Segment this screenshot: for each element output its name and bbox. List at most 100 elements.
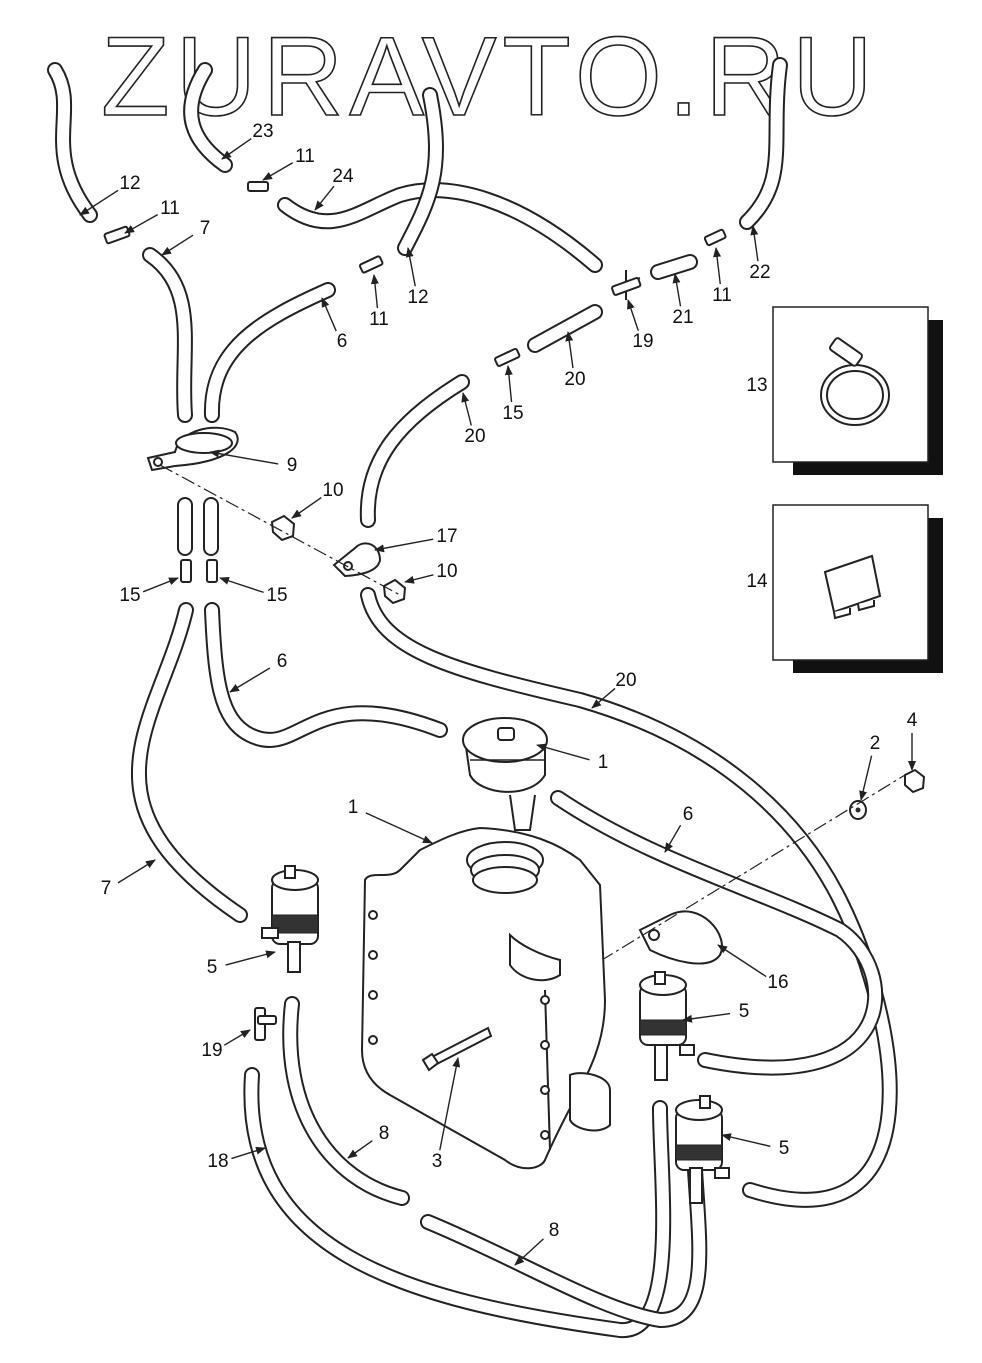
callout-leader	[721, 1133, 771, 1148]
callout-number: 5	[739, 1001, 750, 1022]
callout-c-22: 22	[749, 225, 771, 283]
callout-number: 14	[746, 571, 768, 592]
callout-c-11b: 11	[262, 146, 315, 181]
callout-number: 8	[379, 1123, 390, 1144]
callout-c-2: 2	[859, 733, 881, 801]
callout-number: 24	[332, 166, 354, 187]
callout-leader	[672, 273, 682, 307]
callout-leader	[225, 950, 276, 966]
callout-number: 19	[632, 331, 653, 352]
callout-leader	[365, 812, 433, 844]
callout-c-14: 14	[746, 571, 768, 592]
callout-leader	[124, 214, 158, 234]
callout-leader	[461, 392, 472, 426]
callout-leader	[223, 1029, 251, 1046]
callout-number: 15	[119, 585, 140, 606]
callout-c-10b: 10	[404, 561, 458, 584]
callout-leader	[79, 189, 119, 216]
callout-c-12b: 12	[405, 247, 429, 308]
washer-tank	[360, 826, 611, 1170]
callout-c-11c: 11	[369, 274, 389, 330]
callout-number: 10	[436, 561, 457, 582]
callout-leader	[717, 944, 767, 978]
callout-c-19b: 19	[201, 1029, 251, 1061]
callout-number: 11	[295, 146, 315, 167]
callout-leader	[682, 1012, 731, 1023]
callout-c-19a: 19	[627, 299, 654, 352]
callout-leader	[859, 755, 873, 801]
callout-number: 21	[672, 307, 693, 328]
callout-number: 22	[749, 262, 770, 283]
callout-number: 13	[746, 375, 767, 396]
callout-leader	[262, 162, 294, 181]
bolt-3	[421, 1026, 493, 1072]
callout-leader	[713, 247, 722, 285]
callout-c-24: 24	[314, 166, 354, 211]
callout-c-13: 13	[746, 375, 767, 396]
callout-number: 2	[870, 733, 881, 754]
detail-box-14	[772, 504, 943, 673]
callout-leader	[514, 1238, 544, 1266]
callout-number: 12	[407, 287, 428, 308]
callout-number: 20	[564, 369, 585, 390]
callout-leader	[209, 449, 279, 465]
callout-c-5c: 5	[721, 1133, 790, 1159]
callout-number: 20	[464, 426, 485, 447]
callout-number: 15	[266, 585, 287, 606]
callout-c-11d: 11	[712, 247, 732, 306]
callout-number: 5	[779, 1138, 790, 1159]
callout-leader	[627, 299, 639, 331]
callout-leader	[536, 743, 590, 761]
callout-c-10a: 10	[291, 480, 344, 519]
callout-leader	[229, 667, 271, 693]
callout-c-12a: 12	[79, 173, 141, 216]
callout-c-1a: 1	[536, 743, 608, 773]
callout-leader	[374, 538, 434, 553]
callout-number: 8	[549, 1220, 560, 1241]
callout-leader	[347, 1140, 373, 1159]
callout-leader	[314, 185, 335, 211]
callout-c-1b: 1	[348, 797, 433, 844]
callout-leader	[565, 331, 574, 369]
callout-number: 6	[277, 651, 288, 672]
watermark-text: ZURAVTO.RU	[101, 14, 879, 139]
callout-c-7a: 7	[161, 218, 210, 256]
pump-5-left	[261, 865, 319, 973]
callout-leader	[404, 574, 434, 584]
callout-leader	[231, 1146, 266, 1160]
clamp-16	[638, 910, 723, 965]
callout-c-5a: 5	[207, 950, 276, 978]
callout-leader	[664, 824, 682, 853]
callout-number: 19	[201, 1040, 222, 1061]
tank-cap	[462, 717, 548, 831]
callout-c-16: 16	[717, 944, 789, 993]
callout-c-6b: 6	[229, 651, 288, 693]
callout-leader	[504, 365, 513, 403]
callout-number: 17	[436, 526, 457, 547]
pump-5-middle	[639, 971, 695, 1081]
callout-c-6c: 6	[664, 804, 693, 853]
callout-number: 18	[207, 1151, 228, 1172]
callout-c-18: 18	[207, 1146, 266, 1172]
callout-leader	[405, 247, 416, 287]
callout-leader	[439, 1057, 461, 1151]
callout-c-7b: 7	[101, 859, 156, 899]
callout-leader	[142, 577, 179, 593]
callout-leader	[219, 577, 264, 594]
callout-number: 11	[160, 198, 180, 219]
callout-number: 9	[287, 455, 298, 476]
callout-number: 3	[432, 1151, 443, 1172]
callout-c-20a: 20	[564, 331, 586, 390]
callout-number: 6	[337, 331, 348, 352]
callout-leader	[750, 225, 759, 262]
callout-c-4: 4	[907, 710, 918, 771]
callout-c-8b: 8	[514, 1220, 560, 1266]
callout-c-15a: 15	[502, 365, 524, 424]
callout-number: 4	[907, 710, 918, 731]
callout-leader	[321, 297, 337, 332]
callout-c-17: 17	[374, 526, 458, 553]
callout-c-11a: 11	[124, 198, 180, 234]
hoses	[47, 57, 898, 1338]
